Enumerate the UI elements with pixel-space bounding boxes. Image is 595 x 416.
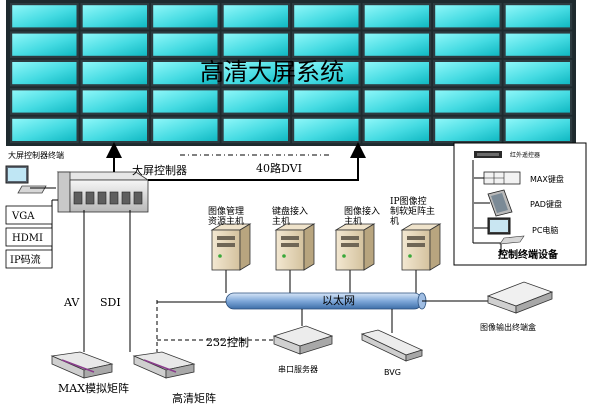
max-matrix-label: MAX模拟矩阵 bbox=[58, 381, 129, 395]
wall-screen-display bbox=[153, 62, 218, 85]
wall-screen-display bbox=[153, 5, 218, 28]
ethernet-label: 以太网 bbox=[322, 294, 355, 307]
wall-screen-display bbox=[82, 62, 147, 85]
wall-screen-display bbox=[505, 62, 570, 85]
wall-screen-display bbox=[435, 5, 500, 28]
serial-server-label: 串口服务器 bbox=[278, 364, 318, 374]
controller-label: 大屏控制器 bbox=[132, 163, 187, 177]
wall-screen-display bbox=[505, 118, 570, 141]
laptop-icon bbox=[5, 165, 47, 194]
wall-screen-display bbox=[223, 90, 288, 113]
av-label: AV bbox=[63, 296, 80, 309]
remote-control-icon bbox=[474, 151, 502, 158]
control-232-label: 232控制 bbox=[206, 335, 249, 349]
wall-screen-display bbox=[294, 5, 359, 28]
wall-screen-display bbox=[82, 5, 147, 28]
host-label-2: 图像接入主机 bbox=[344, 205, 380, 227]
wall-screen-display bbox=[364, 118, 429, 141]
terminal-item-1: MAX键盘 bbox=[530, 174, 564, 184]
sdi-label: SDI bbox=[100, 296, 121, 309]
ethernet-bus: 以太网 bbox=[225, 292, 427, 310]
wall-screen-display bbox=[505, 33, 570, 56]
hd-matrix-device[interactable] bbox=[132, 351, 196, 379]
host-server-3[interactable] bbox=[400, 223, 442, 271]
svg-text:VGA: VGA bbox=[11, 211, 35, 222]
terminal-item-0: 红外遥控器 bbox=[510, 151, 540, 159]
controller-port bbox=[73, 191, 83, 205]
max-analog-matrix-device[interactable] bbox=[50, 351, 114, 379]
wall-screen-display bbox=[435, 90, 500, 113]
input-hdmi: HDMI bbox=[5, 227, 53, 247]
output-box-label: 图像输出终端盒 bbox=[480, 322, 536, 332]
keyboard-icon bbox=[474, 171, 521, 185]
wall-screen-display bbox=[82, 33, 147, 56]
wall-screen-display bbox=[435, 33, 500, 56]
wall-screen-display bbox=[364, 62, 429, 85]
host-server-2[interactable] bbox=[334, 223, 376, 271]
host-label-1: 键盘接入主机 bbox=[272, 205, 308, 227]
wall-screen-display bbox=[435, 118, 500, 141]
host-group bbox=[210, 223, 442, 293]
wall-screen-display bbox=[223, 118, 288, 141]
wall-screen-display bbox=[364, 33, 429, 56]
controller-port bbox=[85, 191, 95, 205]
wall-screen-display bbox=[82, 90, 147, 113]
hd-matrix-label: 高清矩阵 bbox=[172, 391, 216, 405]
wall-screen-display bbox=[82, 118, 147, 141]
wall-controller-device[interactable] bbox=[56, 171, 150, 213]
controller-port bbox=[121, 191, 131, 205]
wall-screen-display bbox=[294, 90, 359, 113]
wall-screen-display bbox=[12, 33, 77, 56]
controller-terminal-caption: 大屏控制器终端 bbox=[8, 150, 64, 160]
controller-port bbox=[109, 191, 119, 205]
dvi-link-label: 40路DVI bbox=[256, 162, 302, 175]
controller-terminal[interactable]: 大屏控制器终端 bbox=[5, 150, 64, 194]
terminal-item-2: PAD键盘 bbox=[530, 199, 562, 209]
tablet-icon bbox=[474, 189, 513, 217]
image-output-box-device[interactable] bbox=[486, 281, 554, 314]
wall-screen-display bbox=[153, 118, 218, 141]
svg-text:HDMI: HDMI bbox=[12, 233, 43, 244]
wall-screen-display bbox=[223, 33, 288, 56]
wall-screen-display bbox=[12, 118, 77, 141]
controller-port bbox=[133, 191, 143, 205]
input-vga: VGA bbox=[5, 205, 53, 225]
bvg-label: BVG bbox=[384, 368, 401, 377]
serial-server-device[interactable] bbox=[272, 325, 334, 355]
terminal-panel-title: 控制终端设备 bbox=[498, 248, 559, 261]
wall-screen-display bbox=[223, 62, 288, 85]
svg-text:IP码流: IP码流 bbox=[10, 253, 41, 266]
host-label-0: 图像管理资源主机 bbox=[208, 205, 244, 227]
wall-screen-display bbox=[294, 118, 359, 141]
input-ip-stream: IP码流 bbox=[5, 249, 53, 269]
wall-screen-display bbox=[505, 90, 570, 113]
host-label-3: IP图像控制软矩阵主机 bbox=[390, 195, 435, 227]
controller-port bbox=[97, 191, 107, 205]
host-server-1[interactable] bbox=[274, 223, 316, 271]
terminal-item-3: PC电脑 bbox=[532, 225, 558, 235]
wall-screen-display bbox=[12, 90, 77, 113]
wall-screen-display bbox=[294, 33, 359, 56]
wall-screen-display bbox=[12, 5, 77, 28]
host-server-0[interactable] bbox=[210, 223, 252, 271]
wall-screen-display bbox=[435, 62, 500, 85]
wall-screen-display bbox=[12, 62, 77, 85]
wall-screen-display bbox=[364, 5, 429, 28]
video-wall-title: 高清大屏系统 bbox=[200, 58, 344, 86]
bvg-device[interactable] bbox=[360, 329, 424, 362]
wall-screen-display bbox=[364, 90, 429, 113]
video-wall: 高清大屏系统 bbox=[6, 0, 576, 146]
wall-screen-display bbox=[153, 90, 218, 113]
pc-icon bbox=[474, 217, 525, 245]
wall-screen-display bbox=[223, 5, 288, 28]
terminal-panel: 红外遥控器 MAX键盘 PAD键盘 PC电脑 控制终端设备 bbox=[453, 142, 587, 266]
wall-screen-display bbox=[505, 5, 570, 28]
wall-screen-display bbox=[294, 62, 359, 85]
wall-screen-display bbox=[153, 33, 218, 56]
